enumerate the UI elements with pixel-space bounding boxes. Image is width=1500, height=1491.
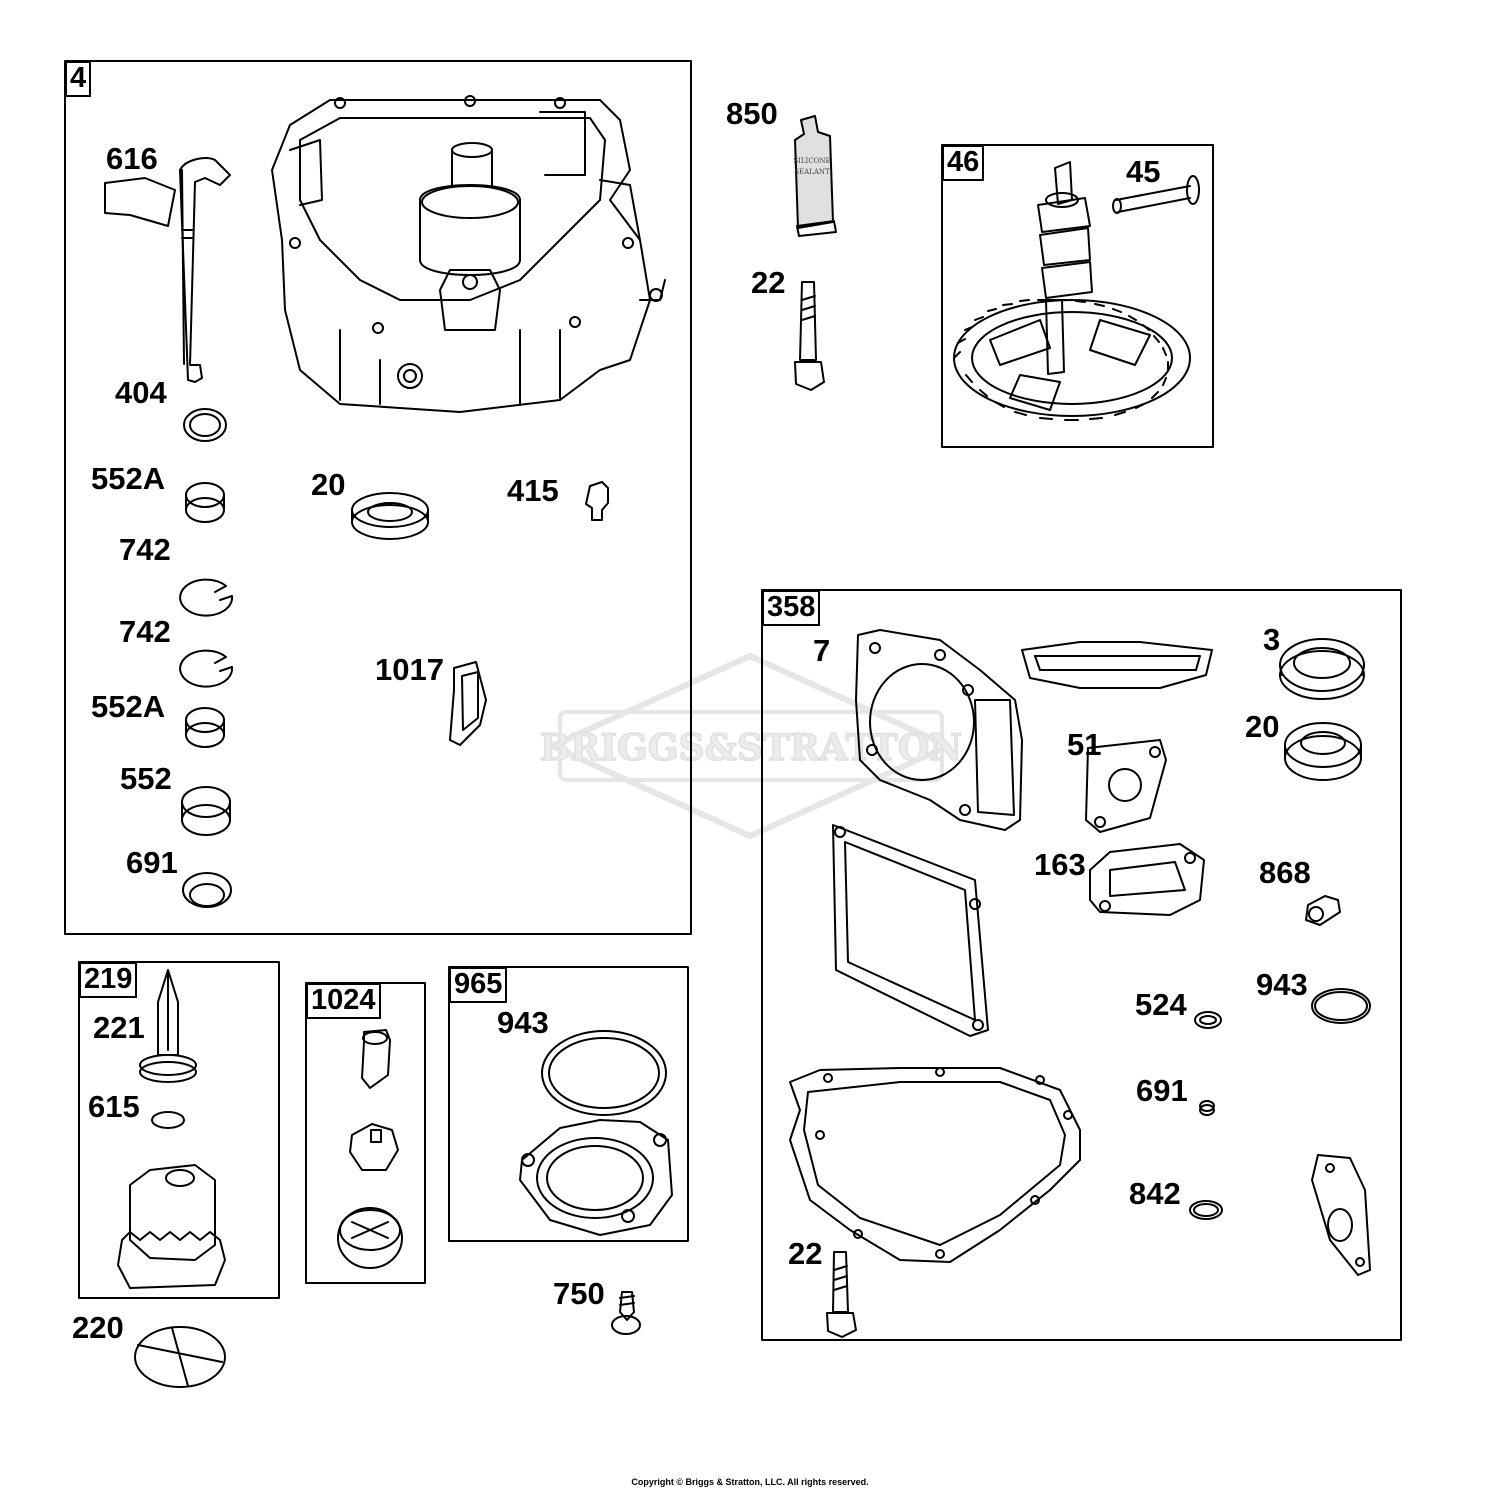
part-label-524: 524 <box>1135 987 1187 1022</box>
gaskets-drawing <box>789 629 1371 1276</box>
part-label-552a-1: 552A <box>91 461 166 496</box>
group-box-4 <box>64 60 692 935</box>
part-label-943-2: 943 <box>497 1005 549 1040</box>
bolt-drawing-bottom <box>826 1251 857 1338</box>
group-tag-46: 46 <box>942 145 985 181</box>
screw-drawing <box>611 1291 641 1335</box>
part-label-691-2: 691 <box>1136 1073 1188 1108</box>
watermark-logo: BRIGGS&STRATTON <box>539 653 963 839</box>
part-label-221: 221 <box>93 1010 145 1045</box>
group-tag-219: 219 <box>79 962 138 998</box>
oil-seal-gasket-drawing <box>519 1030 673 1236</box>
part-label-742-2: 742 <box>119 614 171 649</box>
group-box-358 <box>761 589 1402 1341</box>
governor-gear-drawing <box>117 969 226 1388</box>
part-label-220: 220 <box>72 1310 124 1345</box>
part-label-750: 750 <box>553 1276 605 1311</box>
part-label-742-1: 742 <box>119 532 171 567</box>
part-label-1017: 1017 <box>375 652 444 687</box>
sealant-tube-drawing: SILICONE SEALANT <box>793 115 837 237</box>
part-label-415: 415 <box>507 473 559 508</box>
group-box-219 <box>78 961 280 1299</box>
part-label-51: 51 <box>1067 727 1102 762</box>
part-label-943-1: 943 <box>1256 967 1308 1002</box>
part-label-850: 850 <box>726 96 778 131</box>
group-tag-358: 358 <box>762 590 821 626</box>
part-label-842: 842 <box>1129 1176 1181 1211</box>
part-label-22-1: 22 <box>751 265 786 300</box>
copyright-notice: Copyright © Briggs & Stratton, LLC. All … <box>631 1477 869 1487</box>
part-label-691-1: 691 <box>126 845 178 880</box>
bolt-drawing-top <box>794 281 825 391</box>
part-label-45: 45 <box>1126 154 1161 189</box>
oil-pump-rotor-drawing <box>337 1029 403 1269</box>
crankcase-cover-drawing <box>271 95 666 413</box>
part-label-868: 868 <box>1259 855 1311 890</box>
part-label-552a-2: 552A <box>91 689 166 724</box>
part-label-3: 3 <box>1263 622 1281 657</box>
small-parts-group4 <box>179 408 609 908</box>
seals-group358 <box>1189 638 1371 1220</box>
group-box-1024 <box>305 982 426 1284</box>
part-label-7: 7 <box>813 633 831 668</box>
part-label-404: 404 <box>115 375 167 410</box>
group-box-46 <box>941 144 1214 448</box>
group-tag-1024: 1024 <box>306 983 381 1019</box>
watermark-text: BRIGGS&STRATTON <box>540 727 962 769</box>
part-label-20-2: 20 <box>1245 709 1280 744</box>
group-tag-965: 965 <box>449 967 508 1003</box>
tube-text-line1: SILICONE <box>793 157 830 165</box>
group-tag-4: 4 <box>65 61 92 97</box>
governor-shaft-drawing <box>104 157 231 383</box>
part-label-22-2: 22 <box>788 1236 823 1271</box>
part-label-20-1: 20 <box>311 467 346 502</box>
camshaft-drawing <box>953 161 1200 421</box>
part-label-163: 163 <box>1034 847 1086 882</box>
tube-text-line2: SEALANT <box>794 168 830 176</box>
part-label-616: 616 <box>106 141 158 176</box>
group-box-965 <box>448 966 689 1242</box>
part-label-552: 552 <box>120 761 172 796</box>
part-label-615: 615 <box>88 1089 140 1124</box>
